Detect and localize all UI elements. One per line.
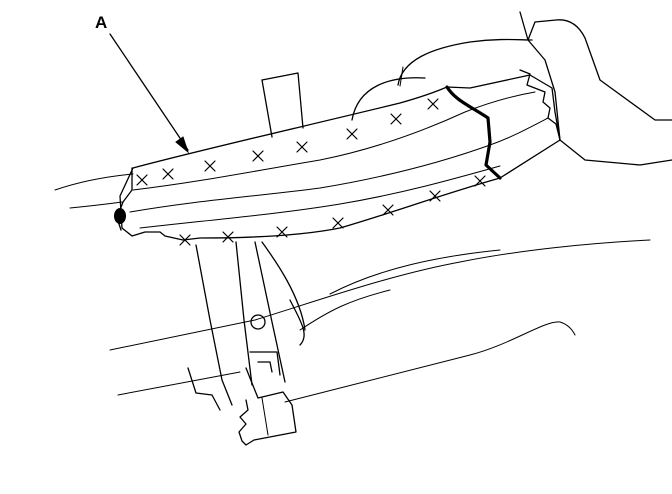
panel-a [114, 74, 561, 241]
spot-weld-mark [382, 204, 394, 216]
spot-weld-mark [179, 234, 191, 246]
spot-weld-marks [136, 98, 486, 246]
cut-line [445, 85, 502, 180]
joint-dot [114, 208, 126, 224]
callout-label: A [95, 13, 107, 32]
leader-arrowhead [175, 136, 190, 154]
callout-a: A [95, 13, 190, 154]
spot-weld-mark [346, 128, 358, 140]
leader-line [109, 33, 189, 151]
spot-weld-mark [429, 190, 441, 202]
spot-weld-mark [390, 113, 402, 125]
spot-weld-mark [427, 98, 439, 110]
spot-weld-mark [136, 174, 148, 186]
spot-weld-mark [474, 175, 486, 187]
spot-weld-mark [332, 217, 344, 229]
spot-weld-mark [204, 160, 216, 172]
spot-weld-mark [162, 168, 174, 180]
spot-weld-mark [296, 141, 308, 153]
spot-weld-mark [222, 231, 234, 243]
background-structure [54, 11, 672, 446]
spot-weld-mark [252, 150, 264, 162]
spot-weld-mark [276, 226, 288, 238]
